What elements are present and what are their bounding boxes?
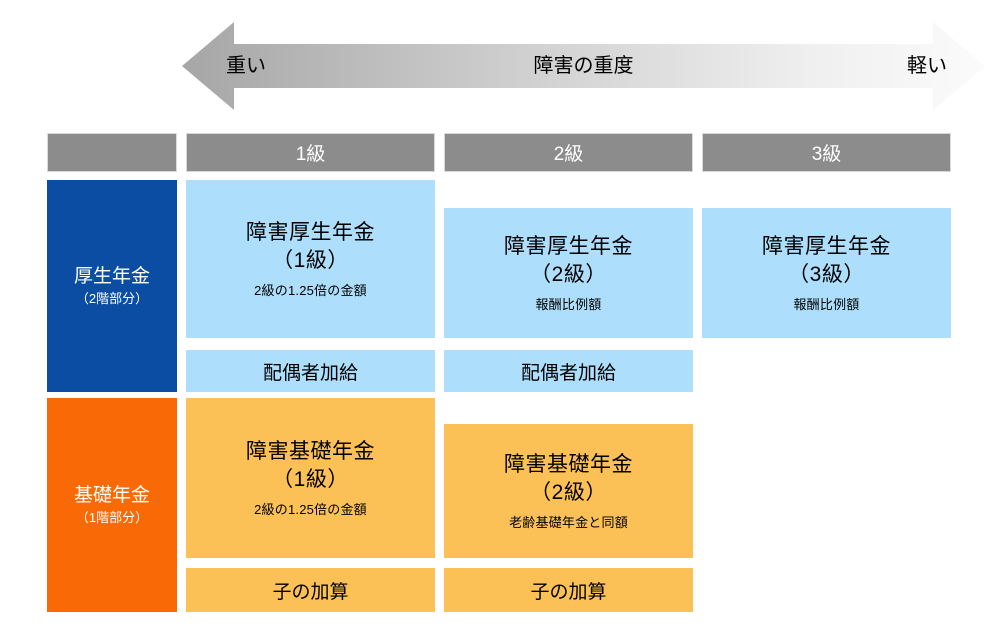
header-grade-3: 3級 [702, 133, 951, 172]
benefit-title-kiso-grade2-line2: （2級） [530, 480, 607, 504]
benefit-note-kosei-grade3: 報酬比例額 [793, 297, 860, 313]
addon-spouse-grade1: 配偶者加給 [186, 350, 435, 392]
severity-arrow: 重い 障害の重度 軽い [182, 22, 985, 110]
benefit-title-kiso-grade1-line2: （1級） [272, 467, 349, 491]
addon-spouse-grade2: 配偶者加給 [444, 350, 693, 392]
benefit-note-kiso-grade2: 老齢基礎年金と同額 [509, 515, 628, 531]
tier-label-kosei: 厚生年金 （2階部分） [47, 180, 177, 392]
tier-label-kosei-sub: （2階部分） [75, 290, 149, 306]
benefit-title-kiso-grade2-line1: 障害基礎年金 [504, 452, 633, 476]
tier-label-kiso-sub: （1階部分） [75, 509, 149, 525]
benefit-title-kosei-grade1-line2: （1級） [272, 248, 349, 272]
benefit-note-kosei-grade2: 報酬比例額 [535, 297, 602, 313]
header-grade-2: 2級 [444, 133, 693, 172]
tier-label-kosei-name: 厚生年金 [73, 266, 150, 287]
tier-label-kiso: 基礎年金 （1階部分） [47, 398, 177, 612]
benefit-title-kosei-grade2-line1: 障害厚生年金 [504, 234, 633, 258]
benefit-title-kiso-grade1-line1: 障害基礎年金 [246, 439, 375, 463]
severity-arrow-shape [182, 22, 985, 110]
severity-label-title: 障害の重度 [533, 55, 634, 77]
benefit-cell-kiso-grade2: 障害基礎年金 （2級） 老齢基礎年金と同額 [444, 424, 693, 558]
tier-label-kiso-name: 基礎年金 [73, 485, 150, 506]
benefit-cell-kosei-grade2: 障害厚生年金 （2級） 報酬比例額 [444, 208, 693, 338]
header-corner [47, 133, 177, 172]
benefit-title-kosei-grade3-line2: （3級） [788, 262, 865, 286]
benefit-title-kosei-grade1-line1: 障害厚生年金 [246, 220, 375, 244]
header-grade-1: 1級 [186, 133, 435, 172]
addon-child-grade1: 子の加算 [186, 568, 435, 612]
addon-child-grade2: 子の加算 [444, 568, 693, 612]
benefit-note-kiso-grade1: 2級の1.25倍の金額 [254, 502, 367, 518]
severity-label-light: 軽い [907, 55, 947, 77]
benefit-title-kosei-grade2-line2: （2級） [530, 262, 607, 286]
benefit-cell-kosei-grade3: 障害厚生年金 （3級） 報酬比例額 [702, 208, 951, 338]
benefit-note-kosei-grade1: 2級の1.25倍の金額 [254, 283, 367, 299]
benefit-cell-kosei-grade1: 障害厚生年金 （1級） 2級の1.25倍の金額 [186, 180, 435, 338]
severity-label-heavy: 重い [226, 55, 266, 77]
benefit-cell-kiso-grade1: 障害基礎年金 （1級） 2級の1.25倍の金額 [186, 398, 435, 558]
benefit-title-kosei-grade3-line1: 障害厚生年金 [762, 234, 891, 258]
